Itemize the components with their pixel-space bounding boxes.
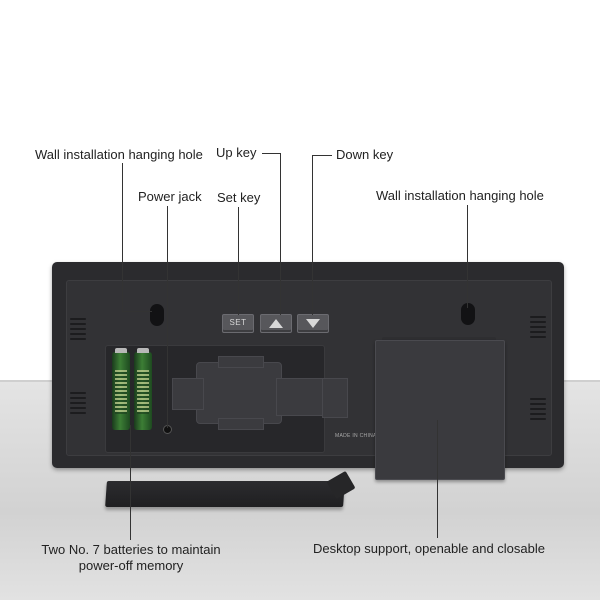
hanging-hole-left [150, 304, 164, 326]
desktop-support-stand[interactable] [375, 340, 505, 480]
hanging-hole-right [461, 303, 475, 325]
battery-2 [134, 348, 152, 430]
label-set-key: Set key [217, 190, 261, 205]
mount-bracket-bottom [218, 418, 264, 430]
battery-cover[interactable] [105, 481, 345, 507]
mount-bracket-right [276, 378, 328, 416]
made-in-china-text: MADE IN CHINA [335, 433, 377, 439]
mount-bracket-center [196, 362, 282, 424]
up-key-button[interactable] [260, 314, 292, 333]
label-up-key: Up key [216, 145, 257, 160]
mount-bracket-top [218, 356, 264, 368]
triangle-down-icon [306, 319, 320, 328]
set-key-button[interactable]: SET [222, 314, 254, 333]
mount-bracket-side [322, 378, 348, 418]
down-key-button[interactable] [297, 314, 329, 333]
mount-bracket-left [172, 378, 204, 410]
battery-1 [112, 348, 130, 430]
label-batteries-line2: power-off memory [78, 558, 184, 573]
label-wall-hole-right: Wall installation hanging hole [376, 188, 544, 203]
label-batteries: Two No. 7 batteries to maintain power-of… [36, 542, 226, 574]
set-key-text: SET [229, 318, 247, 327]
label-batteries-line1: Two No. 7 batteries to maintain [41, 542, 221, 557]
triangle-up-icon [269, 319, 283, 328]
label-wall-hole-left: Wall installation hanging hole [35, 147, 203, 162]
label-power-jack: Power jack [138, 189, 202, 204]
label-down-key: Down key [336, 147, 394, 162]
label-desktop-support: Desktop support, openable and closable [313, 541, 545, 556]
